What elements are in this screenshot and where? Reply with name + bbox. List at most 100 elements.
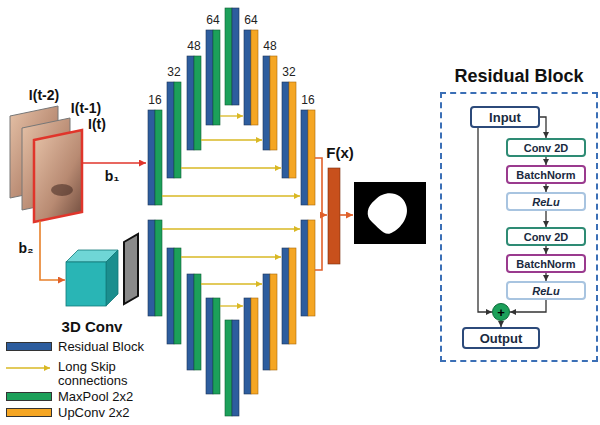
- legend-text: Residual Block: [58, 340, 144, 354]
- box-label: ReLu: [532, 196, 560, 208]
- conv-box: Conv 2D: [506, 138, 586, 157]
- legend-anchor: Residual Block: [58, 340, 144, 354]
- cube-side: [106, 250, 118, 306]
- residual-bar: [206, 298, 213, 394]
- residual-bar: [301, 220, 308, 316]
- merge-arrow: [315, 158, 327, 215]
- maxpool-bar: [155, 220, 162, 316]
- residual-bar: [282, 248, 289, 344]
- connector: [545, 246, 546, 254]
- label-anchor: b₁: [105, 168, 119, 184]
- connector: [545, 184, 546, 192]
- box-label: +: [497, 306, 505, 319]
- channel-count: 32: [167, 65, 180, 79]
- frame-label: I(t-2): [29, 87, 59, 103]
- channel-count: 16: [301, 93, 314, 107]
- maxpool-bar: [225, 8, 232, 105]
- box-label: ReLu: [532, 285, 560, 297]
- cube-front: [66, 262, 106, 306]
- norm-box: BatchNorm: [506, 254, 586, 273]
- box-label: Conv 2D: [524, 231, 569, 243]
- skip-arrow: [162, 228, 300, 229]
- connector: [545, 211, 546, 227]
- maxpool-bar: [194, 56, 201, 150]
- connector: [478, 128, 492, 312]
- maxpool-bar: [174, 248, 181, 344]
- skip-arrow: [220, 115, 243, 116]
- legend-line-sample: [6, 367, 50, 368]
- residual-bar: [301, 110, 308, 205]
- residual-bar: [232, 8, 239, 105]
- label-anchor: F(x): [326, 144, 354, 161]
- residual-bar: [148, 220, 155, 316]
- maxpool-bar: [194, 274, 201, 370]
- merge-arrow: [315, 215, 322, 270]
- label-anchor: 48: [263, 39, 276, 53]
- legend-swatch: [6, 392, 52, 401]
- skip-arrow: [162, 195, 300, 196]
- label-anchor: 16: [301, 93, 314, 107]
- legend-text: Long Skip connections: [58, 360, 163, 388]
- branch-label: b₁: [105, 168, 119, 184]
- norm-box: BatchNorm: [506, 165, 586, 184]
- sum-circle: +: [492, 303, 510, 321]
- label-anchor: I(t-1): [71, 100, 101, 116]
- channel-count: 48: [263, 39, 276, 53]
- box-label: Output: [480, 331, 523, 346]
- residual-bar: [206, 30, 213, 125]
- maxpool-bar: [225, 320, 232, 416]
- residual-bar: [167, 82, 174, 178]
- residual-block-panel: Residual BlockInputConv 2DBatchNormReLuC…: [440, 64, 598, 362]
- skip-arrow: [181, 167, 281, 168]
- residual-bar: [263, 56, 270, 150]
- connector: [545, 273, 546, 281]
- panel-heading: Residual Block: [440, 66, 598, 87]
- connector: [510, 300, 546, 312]
- residual-bar: [244, 30, 251, 125]
- branch-arrow: [82, 162, 146, 164]
- branch-label: b₂: [19, 240, 34, 256]
- skip-arrow: [220, 305, 243, 306]
- channel-count: 32: [282, 65, 295, 79]
- upconv-bar: [289, 82, 296, 178]
- upconv-bar: [251, 298, 258, 394]
- output-box: Output: [462, 327, 540, 349]
- residual-bar: [187, 56, 194, 150]
- upconv-bar: [270, 274, 277, 370]
- conv-box: Conv 2D: [506, 227, 586, 246]
- label-anchor: 32: [282, 65, 295, 79]
- legend-anchor: MaxPool 2x2: [58, 390, 133, 404]
- channel-count: 64: [244, 13, 257, 27]
- upconv-bar: [251, 30, 258, 125]
- frame-label: I(t): [88, 116, 106, 132]
- label-anchor: I(t): [88, 116, 106, 132]
- channel-count: 64: [206, 13, 219, 27]
- upconv-bar: [308, 110, 315, 205]
- skip-arrow: [201, 283, 262, 284]
- label-anchor: 64: [206, 13, 219, 27]
- box-label: BatchNorm: [516, 258, 575, 270]
- residual-bar: [263, 274, 270, 370]
- mask-region: [368, 193, 407, 233]
- upconv-bar: [270, 56, 277, 150]
- maxpool-bar: [213, 30, 220, 125]
- maxpool-bar: [174, 82, 181, 178]
- frame-label: I(t-1): [71, 100, 101, 116]
- label-anchor: 64: [244, 13, 257, 27]
- activation-box: ReLu: [506, 281, 586, 300]
- legend-text: MaxPool 2x2: [58, 390, 133, 404]
- legend-swatch: [6, 408, 52, 417]
- output-arrow: [340, 214, 353, 216]
- label-anchor: 3D Conv: [62, 318, 123, 335]
- legend-anchor: UpConv 2x2: [58, 406, 130, 420]
- maxpool-bar: [155, 110, 162, 205]
- input-frame: [34, 130, 82, 222]
- input-box: Input: [470, 106, 540, 128]
- residual-bar: [282, 82, 289, 178]
- fusion-bar: [328, 168, 340, 264]
- label-anchor: I(t-2): [29, 87, 59, 103]
- residual-bar: [187, 274, 194, 370]
- legend-swatch: [6, 342, 52, 351]
- residual-bar: [167, 248, 174, 344]
